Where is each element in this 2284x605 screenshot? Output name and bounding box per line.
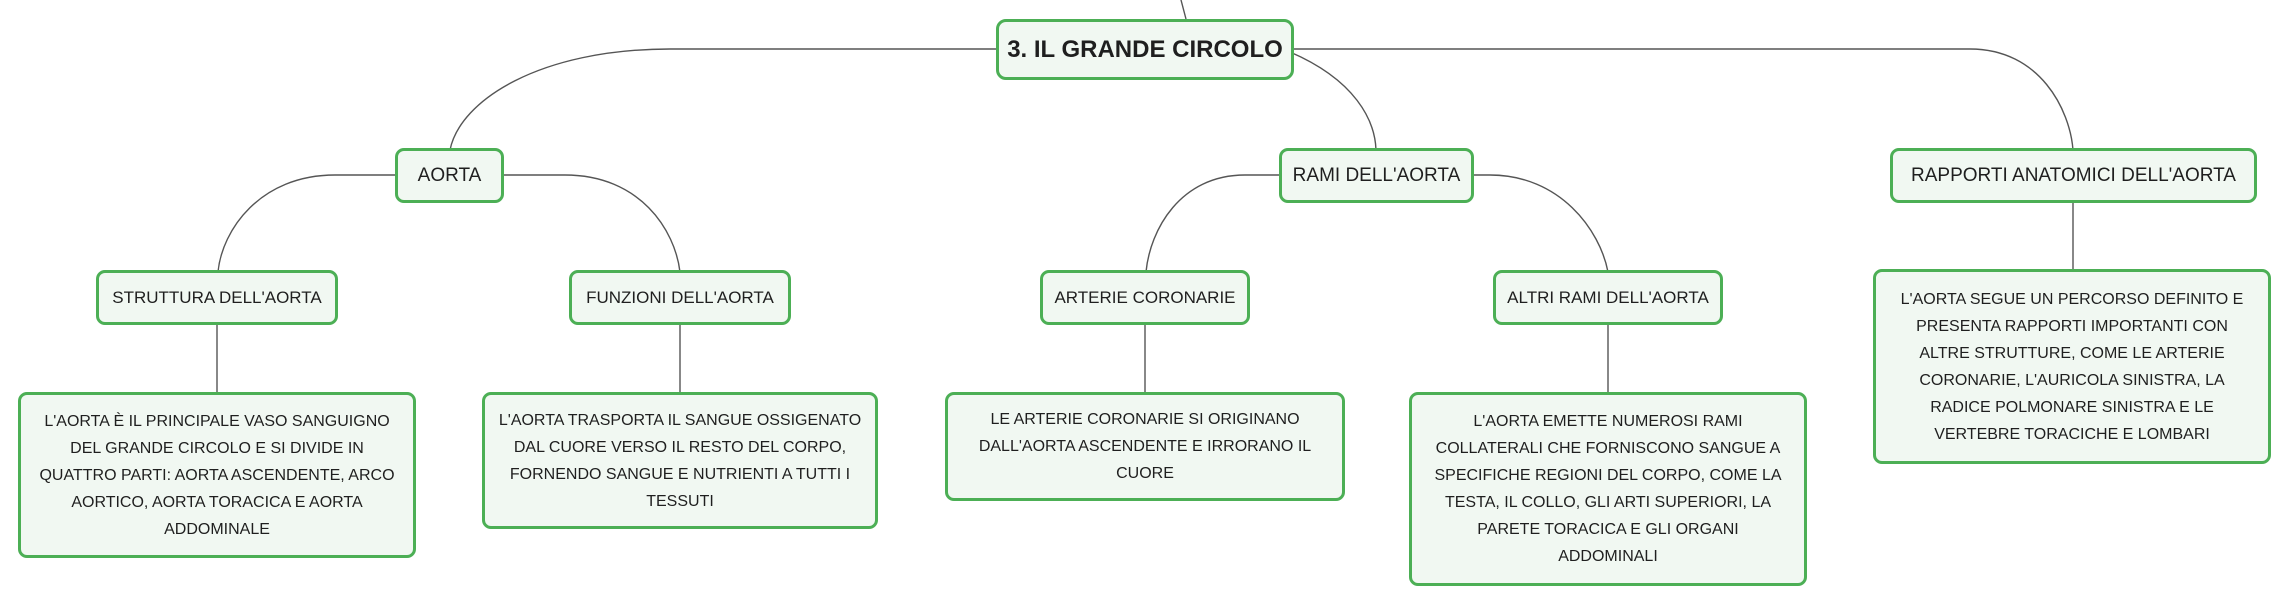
detail-altri-rami[interactable]: L'AORTA EMETTE NUMEROSI RAMI COLLATERALI… — [1409, 392, 1807, 586]
topic-funzioni-aorta-label: FUNZIONI DELL'AORTA — [586, 287, 774, 307]
connector-rami-altri — [1471, 174, 1609, 273]
detail-altri-rami-text: L'AORTA EMETTE NUMEROSI RAMI COLLATERALI… — [1434, 413, 1782, 565]
detail-rapporti-anatomici-text: L'AORTA SEGUE UN PERCORSO DEFINITO E PRE… — [1900, 290, 2244, 443]
connector-root-aorta — [449, 48, 1000, 151]
topic-struttura-aorta[interactable]: STRUTTURA DELL'AORTA — [96, 270, 338, 325]
connector-parent-root — [1180, 0, 1187, 20]
topic-aorta[interactable]: AORTA — [395, 148, 504, 203]
detail-struttura-aorta-text: L'AORTA È IL PRINCIPALE VASO SANGUIGNO D… — [39, 412, 395, 538]
topic-altri-rami[interactable]: ALTRI RAMI DELL'AORTA — [1493, 270, 1723, 325]
detail-struttura-aorta[interactable]: L'AORTA È IL PRINCIPALE VASO SANGUIGNO D… — [18, 392, 416, 558]
connector-aorta-struttura — [217, 174, 398, 273]
connector-aorta-funzioni — [501, 174, 681, 273]
detail-arterie-coronarie-text: LE ARTERIE CORONARIE SI ORIGINANO DALL'A… — [978, 411, 1312, 482]
connector-root-rami — [1289, 51, 1377, 151]
topic-rapporti-anatomici-label: RAPPORTI ANATOMICI DELL'AORTA — [1911, 164, 2236, 186]
topic-struttura-aorta-label: STRUTTURA DELL'AORTA — [112, 287, 322, 307]
root-topic[interactable]: 3. IL GRANDE CIRCOLO — [996, 19, 1294, 80]
root-topic-label: 3. IL GRANDE CIRCOLO — [1007, 35, 1283, 63]
detail-funzioni-aorta[interactable]: L'AORTA TRASPORTA IL SANGUE OSSIGENATO D… — [482, 392, 878, 529]
topic-altri-rami-label: ALTRI RAMI DELL'AORTA — [1507, 287, 1709, 307]
topic-funzioni-aorta[interactable]: FUNZIONI DELL'AORTA — [569, 270, 791, 325]
topic-rami-aorta-label: RAMI DELL'AORTA — [1292, 164, 1461, 186]
topic-arterie-coronarie[interactable]: ARTERIE CORONARIE — [1040, 270, 1250, 325]
connector-root-rapporti — [1293, 48, 2074, 151]
topic-rami-aorta[interactable]: RAMI DELL'AORTA — [1279, 148, 1474, 203]
detail-rapporti-anatomici[interactable]: L'AORTA SEGUE UN PERCORSO DEFINITO E PRE… — [1873, 269, 2271, 464]
detail-arterie-coronarie[interactable]: LE ARTERIE CORONARIE SI ORIGINANO DALL'A… — [945, 392, 1345, 501]
connector-rami-coronarie — [1145, 174, 1282, 273]
topic-rapporti-anatomici[interactable]: RAPPORTI ANATOMICI DELL'AORTA — [1890, 148, 2257, 203]
topic-aorta-label: AORTA — [417, 164, 482, 186]
detail-funzioni-aorta-text: L'AORTA TRASPORTA IL SANGUE OSSIGENATO D… — [498, 411, 862, 510]
topic-arterie-coronarie-label: ARTERIE CORONARIE — [1054, 287, 1236, 307]
